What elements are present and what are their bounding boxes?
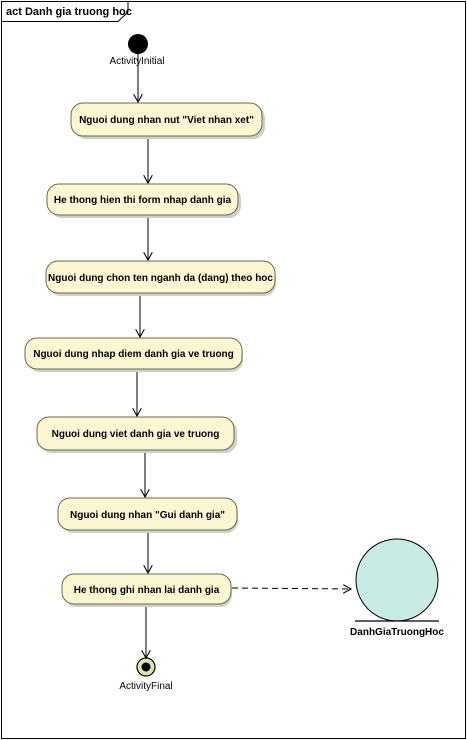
- action-label: He thong ghi nhan lai danh gia: [74, 585, 220, 596]
- action-label: Nguoi dung viet danh gia ve truong: [52, 429, 220, 440]
- action-label: Nguoi dung nhap diem danh gia ve truong: [33, 349, 234, 360]
- action-gui-danh-gia[interactable]: Nguoi dung nhan "Gui danh gia": [57, 497, 238, 533]
- action-nhap-diem[interactable]: Nguoi dung nhap diem danh gia ve truong: [24, 337, 243, 372]
- entity-label: DanhGiaTruongHoc: [350, 627, 444, 638]
- entity-danh-gia-truong-hoc[interactable]: DanhGiaTruongHoc: [350, 538, 444, 638]
- action-viet-danh-gia[interactable]: Nguoi dung viet danh gia ve truong: [36, 416, 237, 453]
- action-chon-nganh[interactable]: Nguoi dung chon ten nganh da (dang) theo…: [45, 260, 276, 296]
- final-node[interactable]: [136, 657, 156, 677]
- entity-circle: [355, 538, 439, 622]
- action-label: Nguoi dung nhan nut "Viet nhan xet": [79, 115, 254, 126]
- action-label: He thong hien thi form nhap danh gia: [54, 195, 232, 206]
- action-viet-nhan-xet[interactable]: Nguoi dung nhan nut "Viet nhan xet": [70, 102, 265, 139]
- initial-node[interactable]: [128, 34, 148, 54]
- action-ghi-nhan[interactable]: He thong ghi nhan lai danh gia: [61, 573, 232, 607]
- action-label: Nguoi dung chon ten nganh da (dang) theo…: [48, 273, 273, 284]
- action-label: Nguoi dung nhan "Gui danh gia": [70, 510, 225, 521]
- action-hien-thi-form[interactable]: He thong hien thi form nhap danh gia: [46, 183, 241, 218]
- frame-title-tab: [1, 1, 129, 22]
- initial-node-label: ActivityInitial: [109, 56, 164, 67]
- final-node-label: ActivityFinal: [119, 681, 172, 692]
- frame-title: act Danh gia truong hoc: [6, 6, 132, 18]
